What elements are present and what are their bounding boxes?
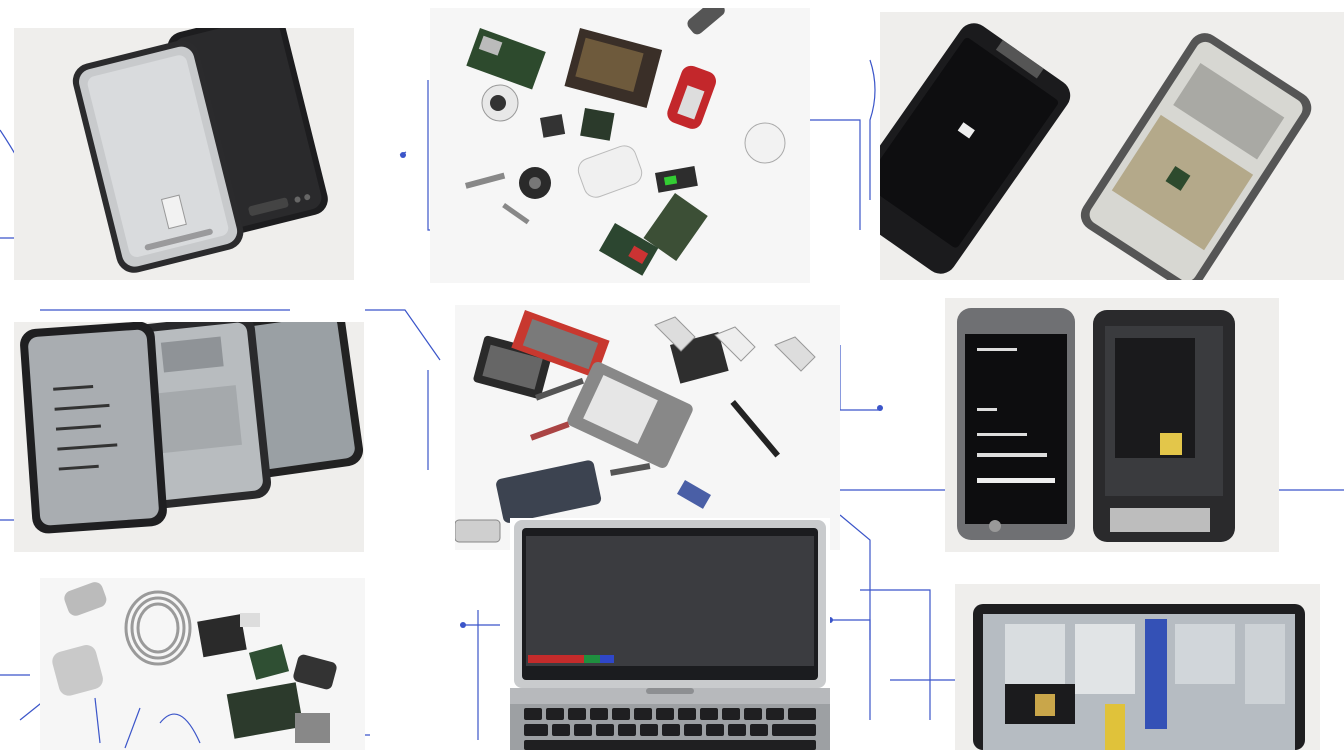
parts-scatter-top-center <box>430 8 810 283</box>
phones-pair-top-left <box>14 28 354 280</box>
parts-scatter-bottom-left <box>40 578 365 750</box>
open-device-bottom-right <box>955 584 1320 750</box>
open-phones-mid-left <box>14 322 364 552</box>
open-phones-mid-right <box>945 298 1279 552</box>
laptop-bottom-center <box>510 518 830 750</box>
parts-scatter-mid-center <box>455 305 840 550</box>
open-phones-top-right <box>880 12 1344 280</box>
